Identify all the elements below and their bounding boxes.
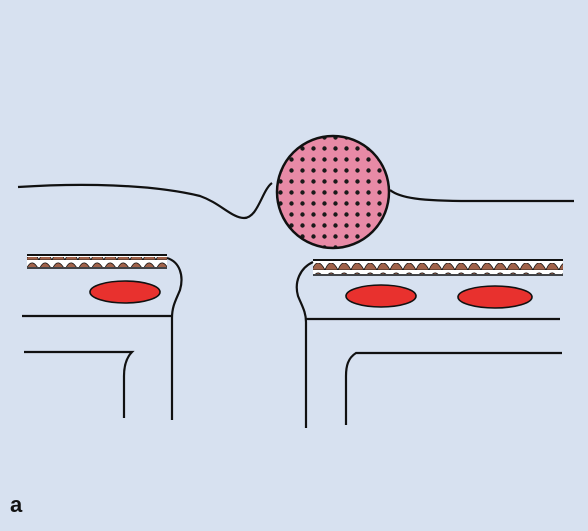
right-band-pattern bbox=[313, 263, 563, 274]
left-band-pattern bbox=[27, 257, 167, 267]
red-oval-left bbox=[90, 281, 160, 303]
red-oval-right-2 bbox=[458, 286, 532, 308]
panel-label: a bbox=[10, 494, 22, 516]
red-oval-right-1 bbox=[346, 285, 416, 307]
